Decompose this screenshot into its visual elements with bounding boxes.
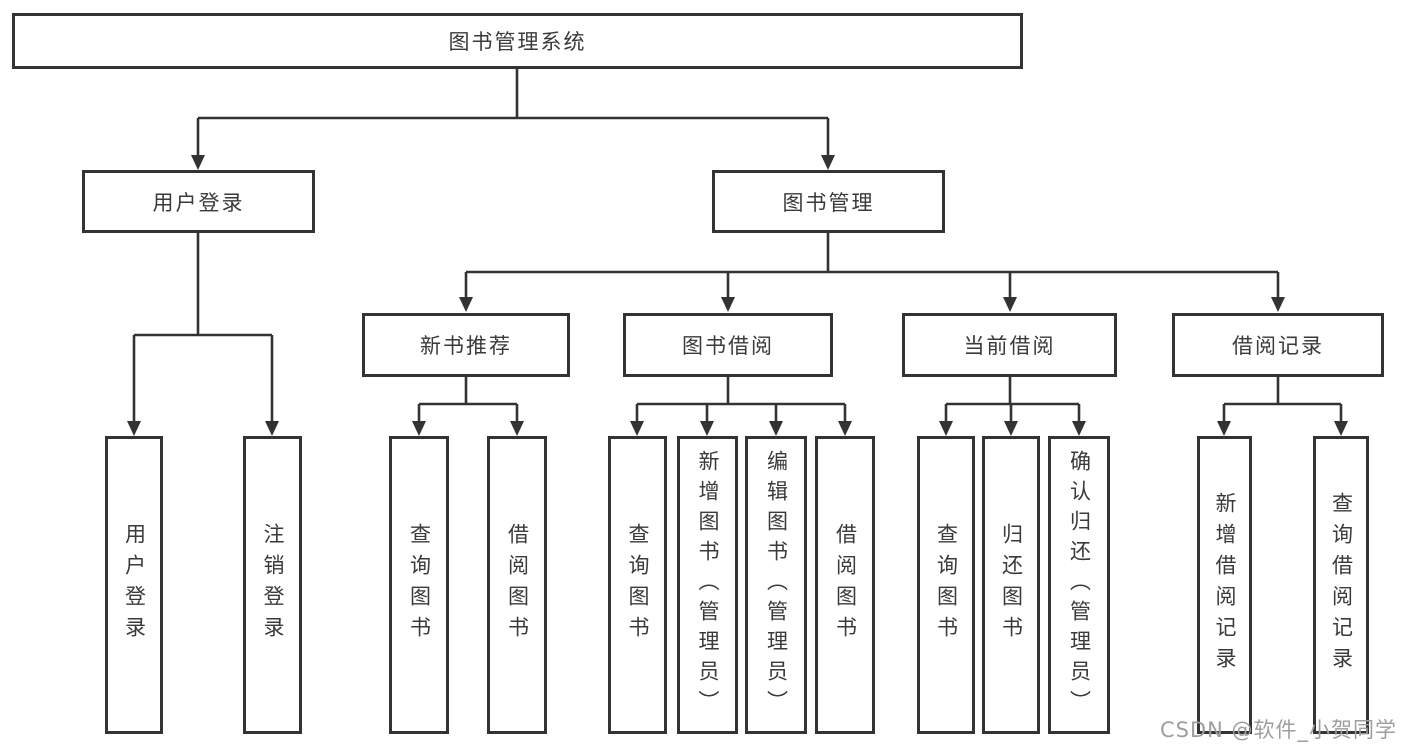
node-label: 用户登录	[152, 190, 245, 215]
node-new-book-recommend: 新书推荐	[362, 313, 570, 377]
node-label: 图书管理系统	[448, 30, 587, 54]
leaf-query-books-current: 查询图书	[917, 436, 975, 734]
leaf-label: 编辑图书（管理员）	[764, 450, 789, 720]
leaf-label: 用户登录	[122, 523, 147, 647]
node-book-management: 图书管理	[712, 170, 945, 233]
leaf-label: 确认归还（管理员）	[1067, 450, 1092, 720]
leaf-label: 查询图书	[934, 523, 959, 647]
leaf-add-books-admin: 新增图书（管理员）	[677, 436, 738, 734]
node-book-borrowing: 图书借阅	[623, 313, 833, 377]
leaf-query-books-borrowing: 查询图书	[608, 436, 667, 734]
node-label: 图书管理	[782, 190, 875, 215]
node-label: 借阅记录	[1232, 334, 1324, 358]
leaf-label: 新增图书（管理员）	[696, 450, 720, 720]
leaf-label: 借阅图书	[833, 523, 858, 647]
node-borrowing-records: 借阅记录	[1172, 313, 1384, 377]
leaf-borrow-books-borrowing: 借阅图书	[815, 436, 875, 734]
leaf-query-books-recommend: 查询图书	[389, 436, 449, 734]
leaf-user-login: 用户登录	[105, 436, 163, 734]
leaf-label: 查询图书	[407, 523, 432, 647]
leaf-add-borrow-record: 新增借阅记录	[1197, 436, 1252, 734]
node-user-login: 用户登录	[82, 170, 315, 233]
node-current-borrowing: 当前借阅	[902, 313, 1117, 377]
leaf-label: 查询借阅记录	[1329, 492, 1354, 678]
leaf-label: 借阅图书	[505, 523, 530, 647]
node-library-system-root: 图书管理系统	[12, 13, 1023, 69]
leaf-label: 查询图书	[626, 523, 650, 647]
leaf-logout: 注销登录	[243, 436, 302, 734]
node-label: 当前借阅	[963, 334, 1056, 358]
leaf-label: 归还图书	[999, 523, 1024, 647]
leaf-edit-books-admin: 编辑图书（管理员）	[745, 436, 807, 734]
leaf-confirm-return-admin: 确认归还（管理员）	[1048, 436, 1110, 734]
leaf-borrow-books-recommend: 借阅图书	[487, 436, 547, 734]
leaf-return-books: 归还图书	[982, 436, 1040, 734]
node-label: 新书推荐	[420, 334, 512, 358]
csdn-watermark: CSDN @软件_小贺同学	[1160, 718, 1398, 742]
leaf-label: 注销登录	[261, 523, 285, 647]
node-label: 图书借阅	[682, 334, 774, 358]
leaf-label: 新增借阅记录	[1213, 492, 1237, 678]
leaf-query-borrow-record: 查询借阅记录	[1313, 436, 1369, 734]
